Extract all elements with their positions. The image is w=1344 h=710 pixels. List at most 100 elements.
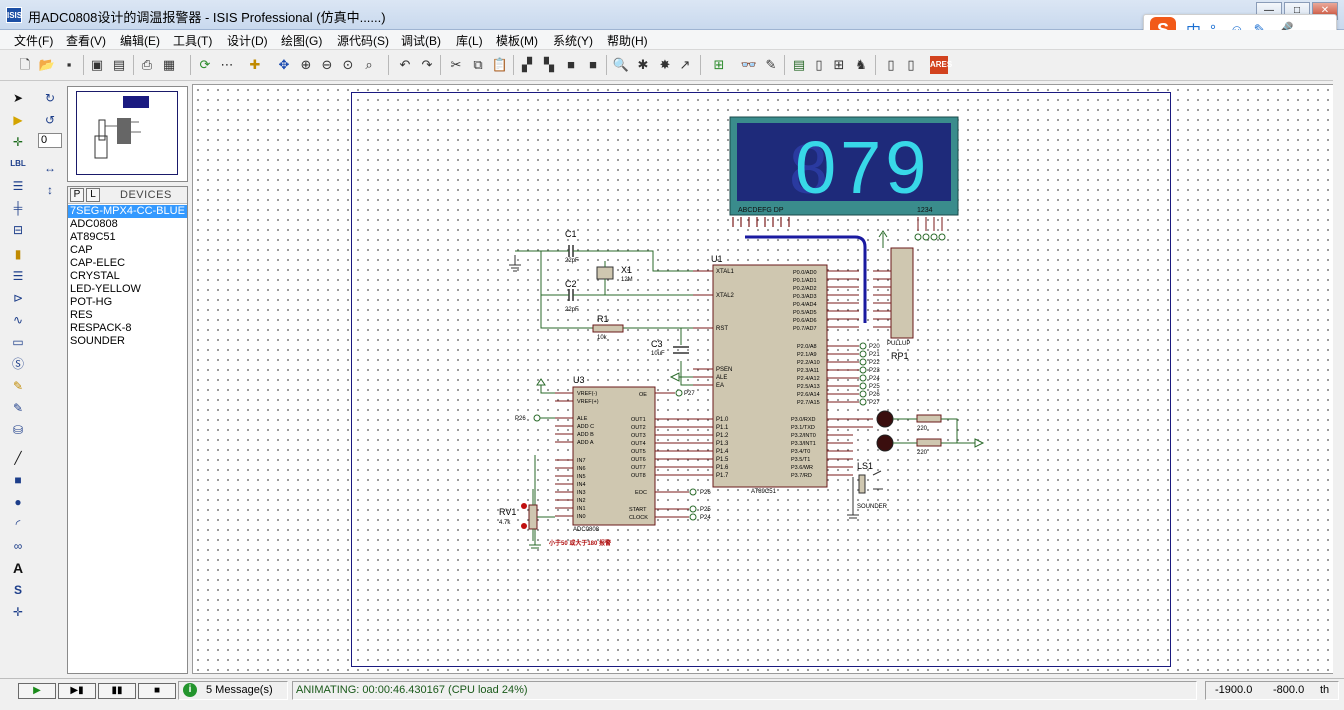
pick-devices-button[interactable]: P [70,188,84,202]
stop-button[interactable]: ■ [138,683,176,699]
selection-mode-icon[interactable]: ➤ [12,91,24,105]
pause-button[interactable]: ▮▮ [98,683,136,699]
ares-icon[interactable]: ARES [930,56,952,74]
pan-icon[interactable]: ✥ [278,57,290,72]
erc-icon[interactable]: ⊞ [833,57,845,72]
device-item-led-yellow[interactable]: LED-YELLOW [70,283,141,295]
new-file-icon[interactable]: 🗋 [19,57,31,72]
box-tool-icon[interactable]: ■ [14,473,22,487]
grid-icon[interactable]: ⋯ [220,57,234,72]
menu-library[interactable]: 库(L) [456,34,483,48]
import-icon[interactable]: ▣ [90,57,104,72]
design-explorer-icon[interactable]: ♞ [855,57,867,72]
wire-label-icon[interactable]: LBL [10,159,26,168]
r1-resistor[interactable]: R1 10k [592,314,624,341]
text-tool-icon[interactable]: A [12,560,24,576]
rotate-ccw-icon[interactable]: ↺ [44,113,56,127]
menu-system[interactable]: 系统(Y) [553,34,593,48]
u3-adc0808[interactable]: U3 ADC0808 VREF(-) VREF(+) ALE ADD C ADD… [572,375,656,533]
symbol-tool-icon[interactable]: S [13,583,22,597]
device-item-at89c51[interactable]: AT89C51 [70,231,116,243]
menu-graph[interactable]: 绘图(G) [281,34,323,48]
print-icon[interactable]: ⎙ [141,57,153,72]
make-device-icon[interactable]: ✱ [637,57,649,72]
play-button[interactable]: ▶ [18,683,56,699]
undo-icon[interactable]: ↶ [399,57,411,72]
text-script-icon[interactable]: ☰ [12,179,24,193]
menu-file[interactable]: 文件(F) [14,34,54,48]
rotate-cw-icon[interactable]: ↻ [44,91,56,105]
block-delete-icon[interactable]: ■ [589,57,597,72]
search-tag-icon[interactable]: 👓 [740,57,758,72]
zoom-in-icon[interactable]: ⊕ [300,57,312,72]
package-icon[interactable]: ✸ [659,57,671,72]
circle-tool-icon[interactable]: ● [14,495,22,509]
block-rotate-icon[interactable]: ■ [567,57,575,72]
arc-tool-icon[interactable]: ◜ [15,517,21,531]
menu-debug[interactable]: 调试(B) [401,34,441,48]
delete-sheet-icon[interactable]: ▯ [907,57,915,72]
device-item-cap[interactable]: CAP [70,244,93,256]
step-button[interactable]: ▶▮ [58,683,96,699]
message-count[interactable]: 5 Message(s) [206,684,273,696]
c3-capacitor[interactable]: C3 10uF [651,339,689,357]
menu-help[interactable]: 帮助(H) [607,34,648,48]
wire-autorouter-icon[interactable]: ⊞ [713,57,725,72]
zoom-all-icon[interactable]: ⊙ [342,57,354,72]
device-item-7seg[interactable]: 7SEG-MPX4-CC-BLUE [68,205,187,218]
device-item-res[interactable]: RES [70,309,93,321]
device-item-cap-elec[interactable]: CAP-ELEC [70,257,126,269]
netlist-icon[interactable]: ▤ [792,57,806,72]
seven-segment-display[interactable]: 8 079 ABCDEFG DP 1234 [729,116,959,216]
vertical-scrollbar[interactable] [1333,52,1344,674]
junction-dot-icon[interactable]: ✛ [12,135,24,149]
zoom-area-icon[interactable]: ⌕ [365,57,373,72]
component-mode-icon[interactable]: ▶ [13,113,23,127]
redo-icon[interactable]: ↷ [421,57,433,72]
tape-recorder-icon[interactable]: ∿ [12,313,24,327]
instrument-icon[interactable]: ⛁ [12,423,24,437]
menu-edit[interactable]: 编辑(E) [120,34,160,48]
menu-view[interactable]: 查看(V) [66,34,106,48]
copy-icon[interactable]: ⧉ [473,57,483,72]
ls1-sounder[interactable]: LS1 SOUNDER [847,461,888,519]
menu-source[interactable]: 源代码(S) [337,34,389,48]
c2-capacitor[interactable]: C2 22pF [565,279,579,313]
device-item-sounder[interactable]: SOUNDER [70,335,126,347]
block-copy-icon[interactable]: ▞ [522,57,532,72]
mirror-x-icon[interactable]: ↔ [44,161,56,175]
export-icon[interactable]: ▤ [112,57,126,72]
bom-icon[interactable]: ▯ [815,57,823,72]
path-tool-icon[interactable]: ∞ [13,539,23,553]
zoom-out-icon[interactable]: ⊖ [321,57,333,72]
menu-tools[interactable]: 工具(T) [173,34,213,48]
u1-at89c51[interactable]: U1 AT89C51 XTAL1 XTAL2 RST PSEN ALE EA P… [711,254,828,495]
generator-icon[interactable]: ▭ [12,335,24,349]
graph-mode-icon[interactable]: ⊳ [12,291,24,305]
line-tool-icon[interactable]: ╱ [14,451,22,465]
device-item-crystal[interactable]: CRYSTAL [70,270,120,282]
overview-window[interactable] [67,86,188,182]
virtual-instruments-icon[interactable]: ✎ [12,401,24,415]
origin-icon[interactable]: ✚ [249,57,261,72]
property-assign-icon[interactable]: ✎ [765,57,777,72]
device-pins-icon[interactable]: ☰ [12,269,24,283]
device-item-respack-8[interactable]: RESPACK-8 [70,322,132,334]
marker-tool-icon[interactable]: ✛ [12,605,24,619]
x1-crystal[interactable]: X1 12M [596,265,633,283]
refresh-icon[interactable]: ⟳ [199,57,211,72]
menu-design[interactable]: 设计(D) [227,34,268,48]
device-item-adc0808[interactable]: ADC0808 [70,218,118,230]
buses-icon[interactable]: ╪ [13,201,23,215]
save-file-icon[interactable]: ▪ [66,57,72,72]
open-file-icon[interactable]: 📂 [38,57,56,72]
mirror-y-icon[interactable]: ↕ [47,183,53,197]
new-sheet-icon[interactable]: ▯ [887,57,895,72]
menu-template[interactable]: 模板(M) [496,34,538,48]
rp1-pullup[interactable]: PULLUP RP1 [873,230,914,361]
led-indicators[interactable]: 220 220 [876,410,985,456]
subcircuit-icon[interactable]: ⊟ [12,223,24,237]
cut-icon[interactable]: ✂ [450,57,462,72]
rotation-input[interactable]: 0 [38,133,62,148]
c1-capacitor[interactable]: C1 22pF [565,229,579,264]
